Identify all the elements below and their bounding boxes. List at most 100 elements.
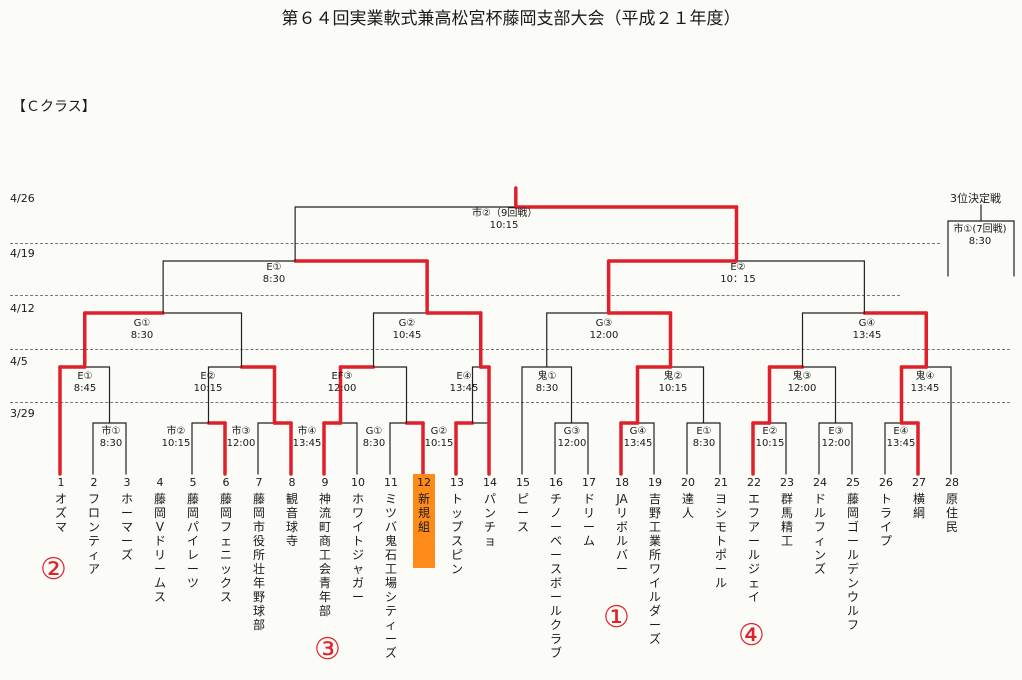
team-name: パンチョ [483,492,496,548]
team-number: 26 [879,476,893,489]
match-venue: G① [133,318,151,329]
team-number: 2 [90,476,98,489]
match-time: 8:45 [73,383,97,394]
match-round1: 市③ 12:00 [209,426,273,450]
date-divider [10,349,1010,350]
match-time: 10:15 [755,438,785,449]
match-round2: 鬼④ 13:45 [893,371,957,395]
match-venue: 市④ [297,426,317,437]
match-venue: EF③ [331,371,353,382]
team-number: 18 [615,476,629,489]
match-venue: E① [77,371,93,382]
match-third-place: 市①(7回戦) 8:30 [948,224,1012,248]
team-number: 11 [384,476,398,489]
match-round1: G② 10:15 [407,426,471,450]
match-round2: E① 8:45 [53,371,117,395]
match-round1: G① 8:30 [342,426,406,450]
team-number: 19 [648,476,662,489]
match-venue: E③ [828,426,844,437]
match-round1: G③ 12:00 [540,426,604,450]
team-number: 13 [450,476,464,489]
match-venue: 鬼③ [792,371,812,382]
match-venue: G④ [629,426,647,437]
match-time: 10：15 [720,274,756,285]
match-time: 8:30 [262,274,286,285]
match-venue: 市②（9回戦） [472,208,538,219]
match-round2: E④ 13:45 [432,371,496,395]
team-name: 藤岡市役所壮年野球部 [252,492,265,632]
match-venue: G③ [595,318,613,329]
match-venue: E④ [456,371,472,382]
team-name: ドルフィンズ [813,492,826,576]
match-venue: 市③ [231,426,251,437]
match-time: 12:00 [589,330,619,341]
team-number: 22 [747,476,761,489]
team-name: 吉野工業所ワイルダーズ [648,492,661,646]
team-name: 原住民 [945,492,958,534]
team-name: エフアールジェイ [747,492,760,604]
match-time: 8:30 [535,383,559,394]
match-time: 10:15 [489,220,519,231]
match-venue: E① [266,262,282,273]
team-number: 3 [123,476,131,489]
match-time: 12:00 [557,438,587,449]
rank-mark: ② [40,552,67,587]
match-round2: E② 10:15 [176,371,240,395]
match-time: 10:45 [392,330,422,341]
team-name: 藤岡フェニックス [219,492,232,604]
match-time: 13:45 [910,383,940,394]
match-venue: E① [696,426,712,437]
match-venue: G④ [858,318,876,329]
team-number: 6 [222,476,230,489]
date-divider [10,243,940,244]
team-number: 8 [288,476,296,489]
team-number: 10 [351,476,365,489]
match-venue: E④ [893,426,909,437]
match-round1: E④ 13:45 [869,426,933,450]
match-round1: 市④ 13:45 [275,426,339,450]
match-round2: EF③ 12:00 [310,371,374,395]
rank-mark: ① [603,600,630,635]
match-venue: G② [430,426,448,437]
team-number: 14 [483,476,497,489]
match-time: 8:30 [99,438,123,449]
date-label: 3/29 [10,407,35,420]
team-name: ピース [516,492,529,534]
team-number: 17 [582,476,596,489]
match-time: 13:45 [292,438,322,449]
team-name: JAリボルバー [615,492,628,576]
match-time: 10:15 [424,438,454,449]
team-name: 達人 [681,492,694,520]
match-round1: G④ 13:45 [606,426,670,450]
date-label: 4/26 [10,192,35,205]
match-venue: G① [365,426,383,437]
team-name: フロンティア [87,492,100,576]
team-name: チノーベースボールクラブ [549,492,562,660]
match-venue: G② [398,318,416,329]
team-name: 藤岡ゴールデンウルフ [846,492,859,632]
date-divider [10,295,900,296]
match-venue: E② [200,371,216,382]
team-name: ドリーム [582,492,595,548]
match-semi: E② 10：15 [706,262,770,286]
team-number: 21 [714,476,728,489]
match-round2: 鬼③ 12:00 [770,371,834,395]
team-name: ホーマーズ [120,492,133,562]
match-venue: G③ [563,426,581,437]
match-semi: E① 8:30 [242,262,306,286]
team-number: 27 [912,476,926,489]
match-time: 12:00 [787,383,817,394]
third-place-title: 3位決定戦 [950,192,1001,205]
team-number: 20 [681,476,695,489]
match-round1: E② 10:15 [738,426,802,450]
date-label: 4/12 [10,302,35,315]
match-time: 8:30 [692,438,716,449]
team-name: 横綱 [912,492,925,520]
match-venue: E② [762,426,778,437]
match-time: 10:15 [193,383,223,394]
team-number: 4 [156,476,164,489]
team-number: 24 [813,476,827,489]
date-divider [10,402,1010,403]
team-name: 神流町商工会青年部 [318,492,331,618]
match-time: 13:45 [886,438,916,449]
